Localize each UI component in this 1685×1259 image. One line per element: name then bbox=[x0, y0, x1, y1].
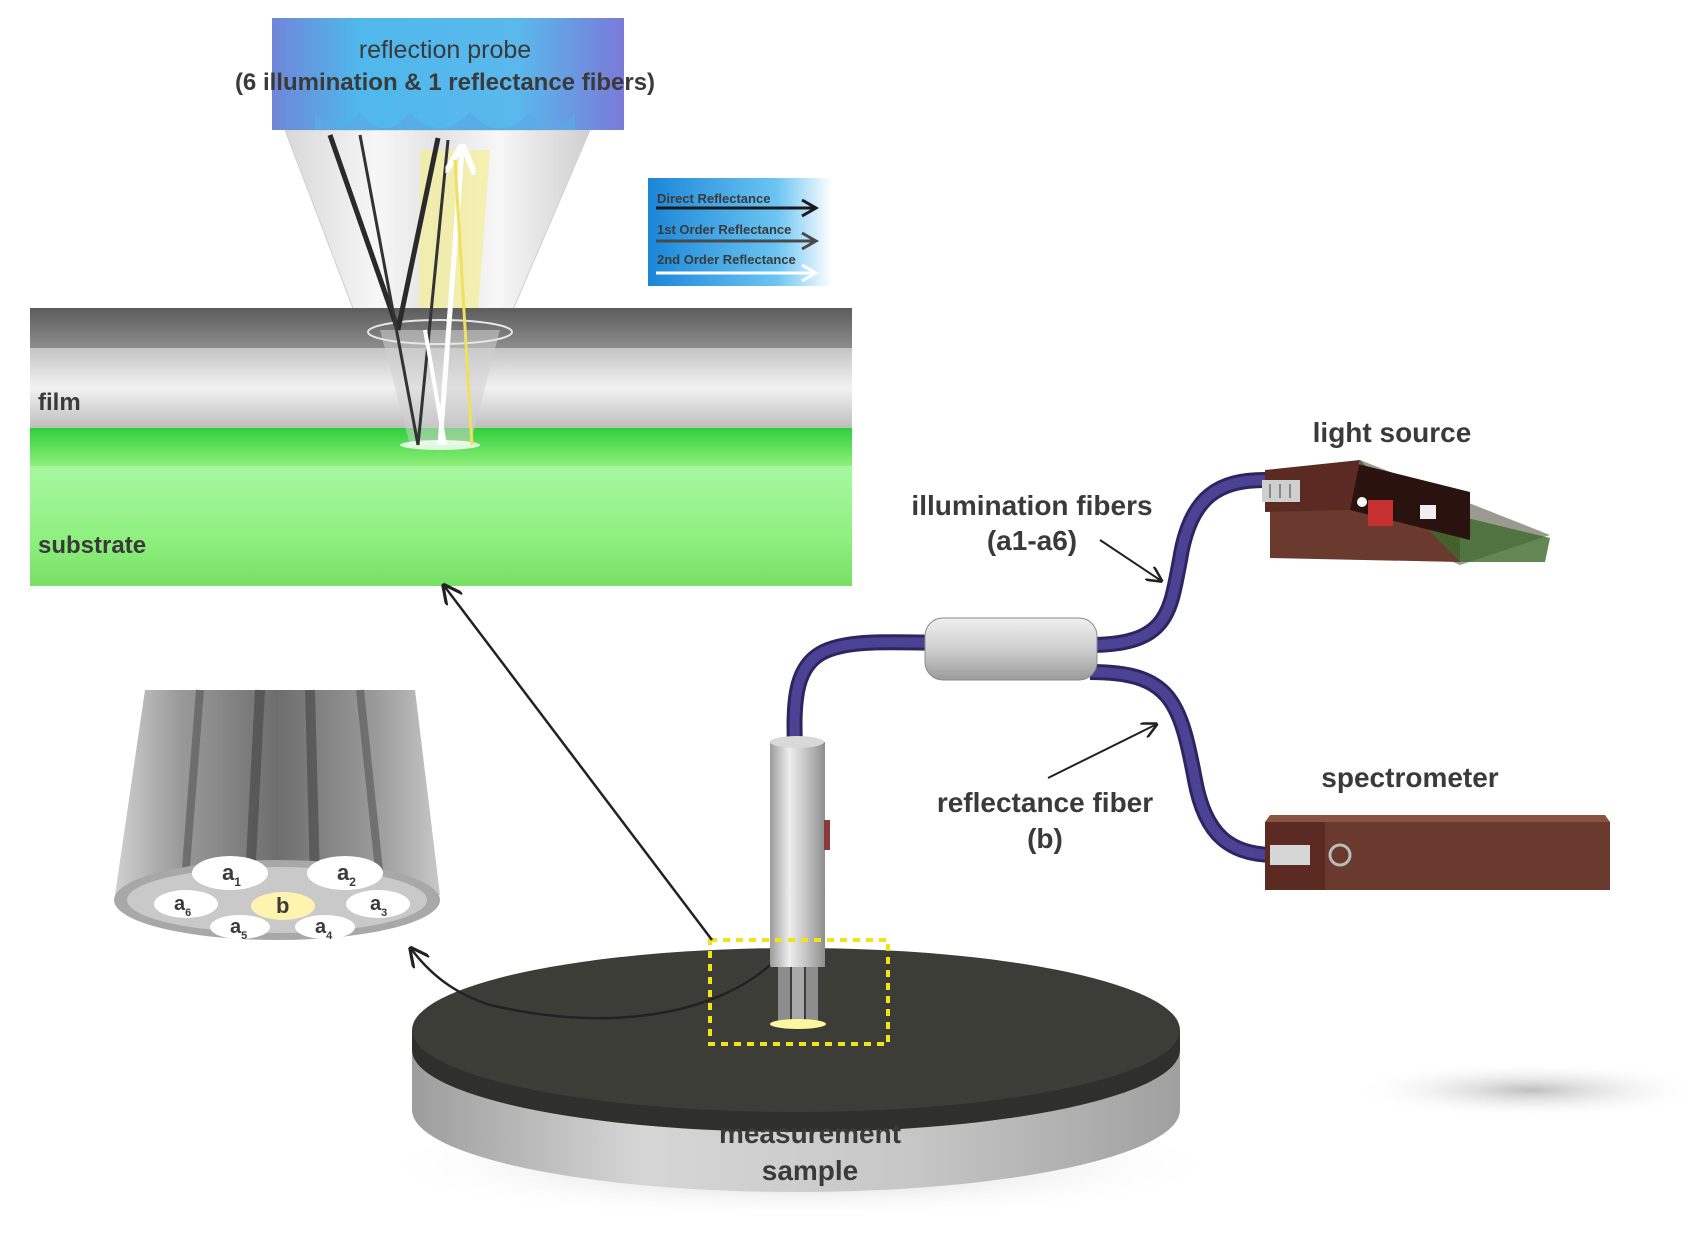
fiber-core-a5 bbox=[210, 915, 270, 939]
film-label: film bbox=[38, 389, 81, 416]
core-label-a5: a bbox=[230, 916, 242, 938]
sample-top bbox=[412, 948, 1180, 1112]
fiber-core-a3 bbox=[346, 890, 410, 918]
incident-ray bbox=[327, 134, 401, 331]
substrate-layer bbox=[30, 466, 852, 586]
core-label-b: b bbox=[276, 893, 289, 918]
svg-text:a6: a6 bbox=[174, 893, 191, 919]
layer-stack bbox=[30, 308, 852, 586]
fiber-bundle-cross-section: a1 a2 a6 b a3 a5 a4 bbox=[114, 689, 440, 942]
svg-text:a2: a2 bbox=[337, 860, 356, 889]
svg-text:b: b bbox=[276, 893, 289, 918]
legend-box bbox=[648, 178, 832, 286]
fiber-assembly bbox=[708, 472, 1276, 1046]
svg-text:a1: a1 bbox=[222, 860, 241, 889]
measurement-sample-stage: measurement sample bbox=[370, 948, 1685, 1220]
light-source-label: light source bbox=[1313, 417, 1472, 448]
arrow-to-layer-stack bbox=[445, 587, 713, 941]
reflection-probe-body bbox=[272, 18, 624, 130]
arrow-to-reflectance-fiber bbox=[1047, 725, 1155, 779]
probe-label: reflection probe (6 illumination & 1 ref… bbox=[235, 36, 655, 96]
probe-cylinder bbox=[770, 742, 825, 967]
reflection-rays bbox=[327, 134, 472, 446]
probe-title-line1: reflection probe bbox=[359, 36, 531, 64]
light-source-box bbox=[1262, 460, 1550, 565]
svg-text:a5: a5 bbox=[230, 916, 247, 942]
core-label-a1: a bbox=[222, 860, 235, 885]
sample-label-line2: sample bbox=[762, 1155, 859, 1186]
arrow-to-fiber-bundle bbox=[412, 950, 771, 1020]
ray-legend: Direct Reflectance 1st Order Reflectance… bbox=[648, 178, 832, 286]
callout-arrows bbox=[412, 539, 1160, 1020]
direct-reflectance-ray bbox=[395, 137, 441, 331]
legend-item-second-order: 2nd Order Reflectance bbox=[657, 252, 796, 267]
probe-light-spot bbox=[770, 1019, 826, 1029]
core-label-a4: a bbox=[315, 916, 327, 938]
reflectance-fiber-label-line1: reflectance fiber bbox=[937, 787, 1153, 818]
fiber-core-a6 bbox=[154, 890, 218, 918]
fiber-core-a4 bbox=[295, 915, 355, 939]
svg-text:a3: a3 bbox=[370, 893, 387, 919]
probe-title-line2: (6 illumination & 1 reflectance fibers) bbox=[235, 69, 655, 96]
legend-item-direct: Direct Reflectance bbox=[657, 191, 770, 206]
core-label-a3: a bbox=[370, 893, 382, 915]
core-label-a2: a bbox=[337, 860, 350, 885]
fiber-core-a1 bbox=[192, 856, 268, 890]
core-label-a6: a bbox=[174, 893, 186, 915]
fiber-core-b bbox=[251, 892, 315, 920]
sample-label-line1: measurement bbox=[719, 1118, 901, 1149]
legend-item-first-order: 1st Order Reflectance bbox=[657, 222, 791, 237]
spectrometer-label: spectrometer bbox=[1321, 762, 1499, 793]
illumination-fibers-label-line2: (a1-a6) bbox=[987, 525, 1077, 556]
highlight-box bbox=[708, 938, 890, 1046]
spectrometer-box bbox=[1265, 815, 1610, 890]
reflectance-fiber bbox=[1089, 664, 1276, 863]
substrate-label: substrate bbox=[38, 532, 146, 559]
reflectance-fiber-label-line2: (b) bbox=[1027, 823, 1063, 854]
fiber-coupler bbox=[924, 617, 1098, 681]
arrow-to-illumination-fiber bbox=[1099, 539, 1160, 580]
fiber-core-a2 bbox=[307, 856, 383, 890]
svg-text:a4: a4 bbox=[315, 916, 333, 942]
illumination-fibers-label-line1: illumination fibers bbox=[911, 490, 1152, 521]
